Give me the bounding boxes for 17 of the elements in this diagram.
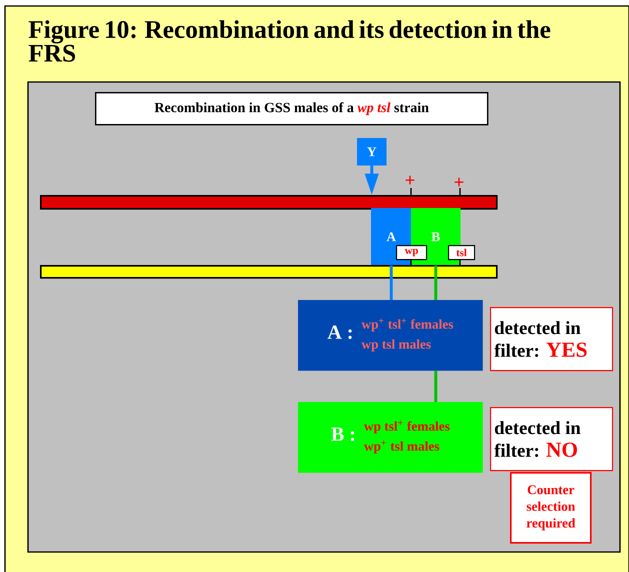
result-box: B : wp tsl$^{+}$ females wp$^{+}$ tsl males (298, 402, 483, 473)
detection-box: detected in filter: YES (490, 307, 614, 372)
heading-box: Recombination in GSS males of a wp tsl strain (95, 92, 488, 126)
plus-sign: + (454, 178, 464, 186)
connector-line (434, 266, 438, 300)
chromosome-label-box: Y (357, 138, 387, 166)
figure-title: Figure 10: Recombination and its detection in the FRS (28, 20, 550, 62)
plus-sign: + (406, 176, 414, 184)
chromosome-bar (40, 265, 498, 279)
detection-box: detected in filter: NO (490, 407, 614, 472)
chromosome-bar (40, 195, 498, 210)
connector-line (434, 370, 438, 402)
result-box: A : wp$^{+}$ tsl$^{+}$ females wp tsl males (298, 300, 483, 371)
gene-label-box: wp (396, 245, 428, 260)
connector-line (390, 266, 393, 300)
gene-label-box: tsl (448, 245, 476, 260)
note-box: Counter selection required (510, 472, 592, 544)
